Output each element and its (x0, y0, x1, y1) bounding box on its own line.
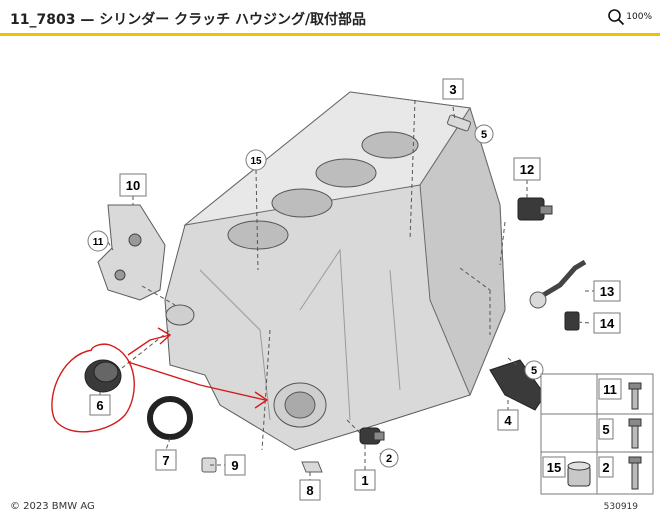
svg-text:11: 11 (93, 237, 104, 248)
header-bar: 11_7803 — シリンダー クラッチ ハウジング/取付部品 100% (0, 0, 660, 36)
red-annotation (51, 327, 269, 433)
parts-diagram: 3 10 12 13 14 4 6 7 9 8 1 15 11 5 5 2 11… (51, 78, 654, 501)
svg-text:15: 15 (547, 460, 561, 475)
part-sensor-12 (517, 197, 553, 221)
legend-item-2[interactable]: 2 (598, 456, 642, 490)
copyright-text: © 2023 BMW AG (10, 501, 95, 512)
callout-1[interactable]: 1 (354, 469, 376, 491)
callout-9[interactable]: 9 (224, 454, 246, 476)
legend-item-5[interactable]: 5 (598, 418, 642, 449)
callout-8[interactable]: 8 (299, 479, 321, 501)
svg-text:6: 6 (96, 398, 103, 413)
svg-text:5: 5 (481, 129, 487, 141)
svg-text:5: 5 (531, 365, 537, 377)
part-sensor-1 (359, 427, 385, 445)
svg-text:4: 4 (504, 413, 512, 428)
leader-lines (99, 99, 595, 480)
callout-13[interactable]: 13 (593, 280, 621, 302)
red-circle (51, 343, 135, 433)
callout-5-mid[interactable]: 5 (524, 360, 544, 380)
image-number: 530919 (603, 502, 638, 512)
callout-10[interactable]: 10 (119, 173, 147, 197)
callout-7[interactable]: 7 (155, 449, 177, 471)
magnifier-icon (608, 9, 625, 26)
red-arrow-head (157, 327, 172, 345)
svg-text:2: 2 (602, 460, 609, 475)
zoom-level: 100% (626, 12, 652, 22)
part-sensor-14 (564, 311, 580, 331)
part-seal-ring-7 (147, 396, 193, 440)
svg-text:3: 3 (449, 82, 456, 97)
callout-4[interactable]: 4 (497, 409, 519, 431)
legend-item-15[interactable]: 15 (542, 456, 591, 487)
svg-text:13: 13 (600, 284, 614, 299)
part-sensor-4 (489, 359, 546, 411)
callout-3[interactable]: 3 (442, 78, 464, 100)
svg-text:1: 1 (361, 473, 368, 488)
callout-12[interactable]: 12 (513, 157, 541, 181)
red-arrow-head (254, 391, 269, 409)
svg-text:7: 7 (162, 453, 169, 468)
legend-item-11[interactable]: 11 (598, 378, 642, 410)
callout-11[interactable]: 11 (87, 230, 109, 252)
svg-text:8: 8 (306, 483, 313, 498)
fastener-legend: 11 5 15 2 (540, 373, 654, 495)
callout-14[interactable]: 14 (593, 312, 621, 334)
callout-15[interactable]: 15 (245, 149, 267, 171)
page-title: 11_7803 — シリンダー クラッチ ハウジング/取付部品 (10, 12, 367, 28)
svg-text:9: 9 (231, 458, 238, 473)
svg-text:15: 15 (250, 156, 262, 167)
callout-6[interactable]: 6 (89, 394, 111, 416)
callout-2[interactable]: 2 (379, 448, 399, 468)
part-plug-6 (84, 359, 122, 393)
callout-5-top[interactable]: 5 (474, 124, 494, 144)
svg-text:12: 12 (520, 162, 534, 177)
part-pipe-13 (529, 259, 587, 309)
part-bracket-10 (97, 204, 166, 301)
zoom-button[interactable]: 100% (607, 6, 652, 28)
part-sensor-3 (447, 114, 471, 132)
svg-text:14: 14 (600, 316, 615, 331)
svg-text:11: 11 (603, 382, 617, 397)
svg-text:2: 2 (386, 453, 392, 465)
svg-text:10: 10 (126, 178, 140, 193)
engine-block (164, 91, 506, 451)
part-clip-8 (301, 461, 323, 473)
part-bushing-9 (201, 457, 217, 473)
svg-text:5: 5 (602, 422, 609, 437)
